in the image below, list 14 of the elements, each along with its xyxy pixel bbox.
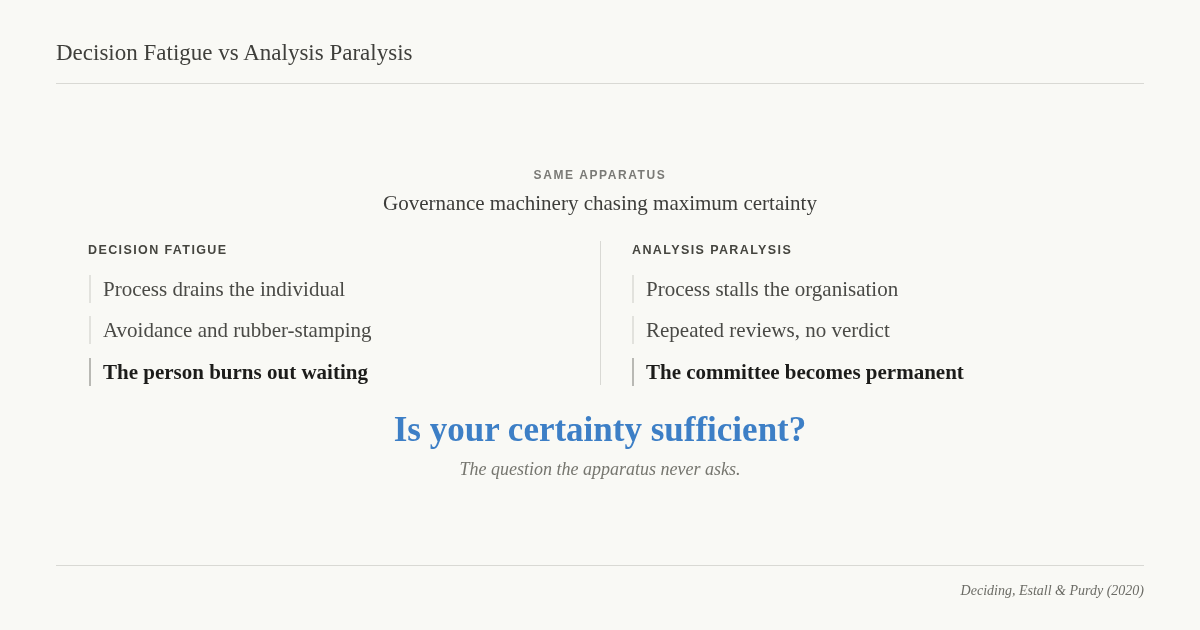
list-item: Repeated reviews, no verdict <box>632 316 890 344</box>
list-item: Process drains the individual <box>89 275 346 303</box>
list-item: Avoidance and rubber-stamping <box>89 316 372 344</box>
column-heading: DECISION FATIGUE <box>88 242 228 258</box>
list-item: The committee becomes permanent <box>632 358 964 386</box>
citation: Deciding, Estall & Purdy (2020) <box>960 582 1144 600</box>
page-title: Decision Fatigue vs Analysis Paralysis <box>56 39 413 67</box>
question-heading: Is your certainty sufficient? <box>393 409 807 451</box>
list-item: Process stalls the organisation <box>632 275 899 303</box>
column-heading: ANALYSIS PARALYSIS <box>632 242 793 258</box>
list-item: The person burns out waiting <box>89 358 368 386</box>
tagline: The question the apparatus never asks. <box>459 458 741 480</box>
subtitle: Governance machinery chasing maximum certainty <box>383 190 817 216</box>
section-label: SAME APPARATUS <box>533 167 667 183</box>
